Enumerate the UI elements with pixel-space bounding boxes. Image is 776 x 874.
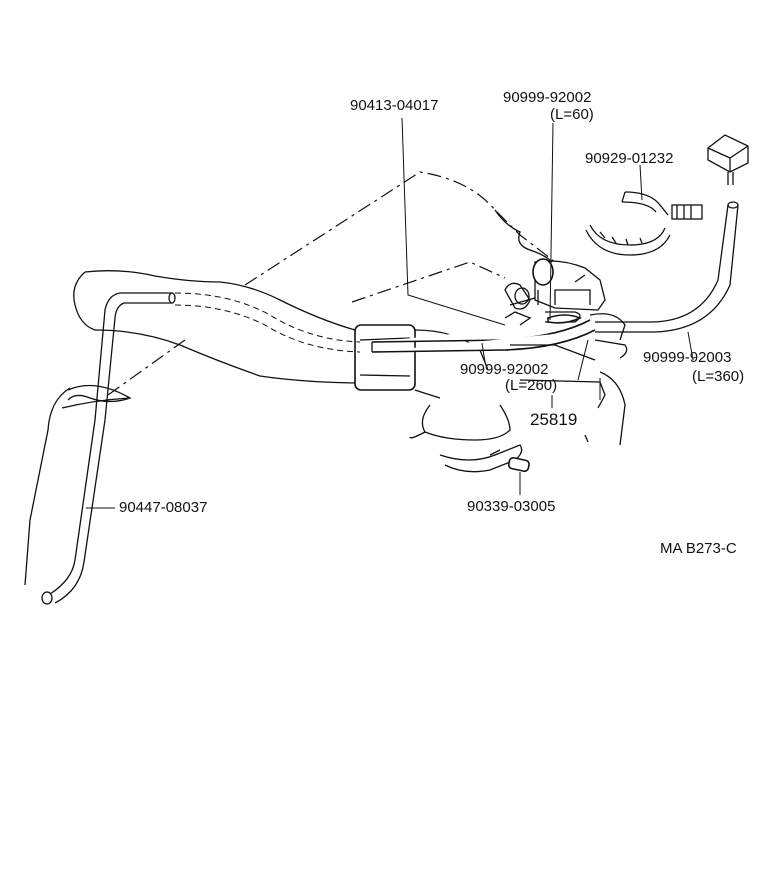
lower-manifold xyxy=(409,371,626,473)
leader-lines xyxy=(86,117,694,509)
vsv-assembly xyxy=(504,258,628,409)
hidden-vacuum-hose xyxy=(174,292,361,353)
label-90999-92002-top: 90999-92002 xyxy=(503,89,591,106)
vacuum-hose-360 xyxy=(595,201,739,333)
label-90999-92002-mid: 90999-92002 xyxy=(460,361,548,378)
intake-hose xyxy=(73,270,489,399)
diagram-code: MA B273-C xyxy=(660,540,737,557)
label-90999-92003-length: (L=360) xyxy=(692,368,744,385)
pin-90339 xyxy=(507,456,530,473)
label-25819: 25819 xyxy=(530,410,577,429)
label-90339-03005: 90339-03005 xyxy=(467,498,555,515)
label-90413-04017: 90413-04017 xyxy=(350,97,438,114)
intake-body-outline xyxy=(107,171,556,396)
label-90999-92002-top-length: (L=60) xyxy=(550,106,594,123)
electrical-connector xyxy=(707,134,749,185)
vacuum-hose-60 xyxy=(547,314,583,324)
vacuum-hose-260 xyxy=(371,319,596,353)
label-90999-92003: 90999-92003 xyxy=(643,349,731,366)
pipe-clamp xyxy=(24,384,132,586)
label-90929-01232: 90929-01232 xyxy=(585,150,673,167)
label-90447-08037: 90447-08037 xyxy=(119,499,207,516)
hose-coupling xyxy=(354,324,416,391)
label-90999-92002-mid-length: (L=260) xyxy=(505,377,557,394)
clip-90929 xyxy=(585,191,703,256)
breather-pipe xyxy=(41,292,176,605)
